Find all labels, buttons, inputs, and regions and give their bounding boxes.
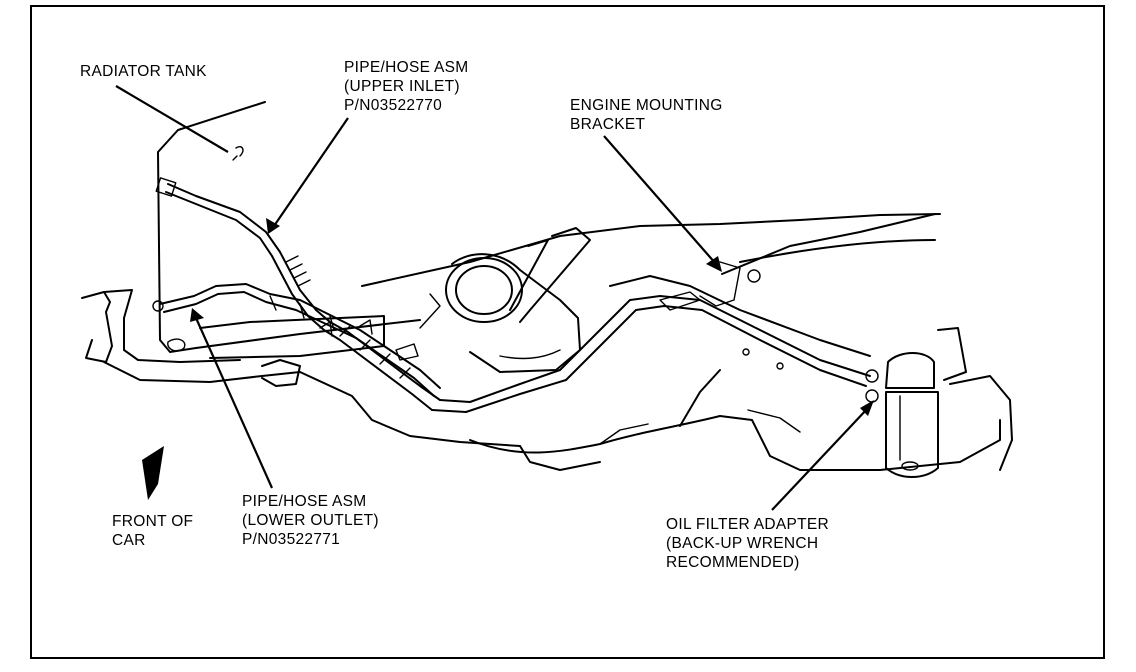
radiator-tank: [157, 101, 266, 353]
leader-lines: [115, 85, 874, 511]
front-of-car-arrow: [142, 446, 164, 500]
engine-oil-pan: [361, 213, 1001, 471]
diagram-border: [30, 5, 1105, 659]
cross-member: [81, 289, 521, 447]
front-of-car-label: FRONT OF CAR: [112, 513, 194, 549]
lower-outlet-hose: [152, 283, 441, 397]
cooler-pipes: [431, 261, 871, 413]
oil-filter-adapter-label: OIL FILTER ADAPTER (BACK-UP WRENCH RECOM…: [666, 516, 830, 571]
lower-outlet-hose-label: PIPE/HOSE ASM (LOWER OUTLET) P/N03522771: [242, 493, 379, 548]
upper-inlet-hose-label: PIPE/HOSE ASM (UPPER INLET) P/N03522770: [344, 59, 469, 114]
engine-bracket-label: ENGINE MOUNTING BRACKET: [570, 97, 723, 133]
hose-bracket-plate: [199, 315, 385, 387]
oil-filter: [865, 327, 1013, 478]
engine-tube: [445, 253, 581, 373]
radiator-tank-label: RADIATOR TANK: [80, 63, 207, 80]
